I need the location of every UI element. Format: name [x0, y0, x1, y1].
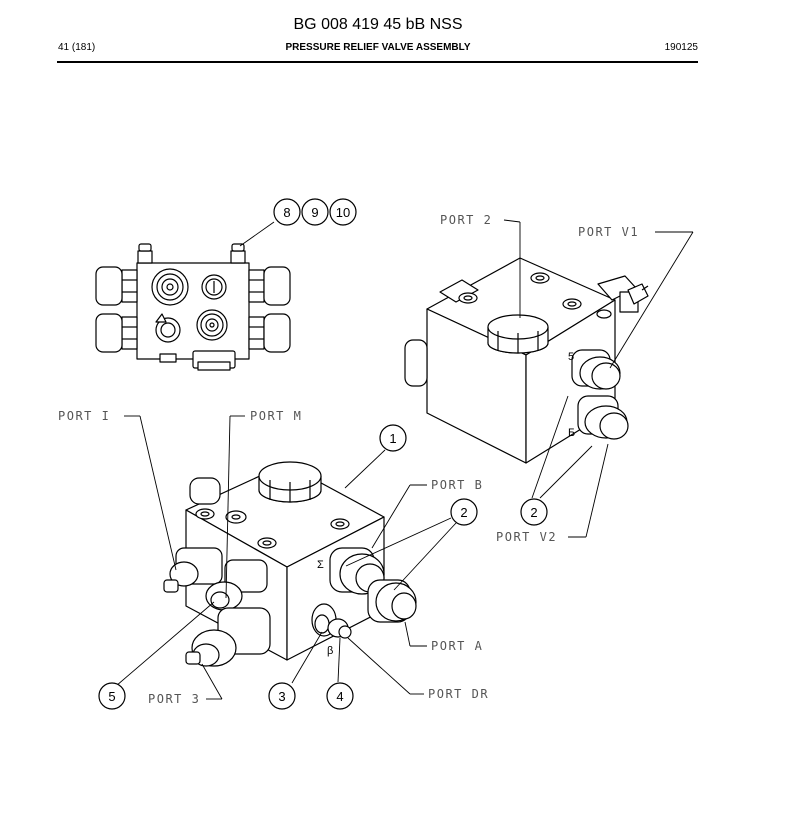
port-b-label: PORT B: [431, 478, 483, 492]
port-v1-label: PORT V1: [578, 225, 639, 239]
callout-8: 8: [283, 205, 290, 220]
front-view-block: [95, 243, 291, 371]
callout-2b-circle: [520, 498, 548, 526]
callout-10-circle: [329, 198, 357, 226]
item-callouts: 8 9 10 1 2 2 5 3 4: [98, 198, 548, 710]
callout-2a-circle: [450, 498, 478, 526]
rear-isometric-block: [404, 257, 649, 464]
leader-lines: [115, 219, 694, 700]
mark-b: Σ: [317, 559, 324, 571]
callout-2a: 2: [460, 505, 467, 520]
main-isometric-block: [163, 461, 417, 667]
document-code: 190125: [664, 42, 698, 53]
port-labels: PORT 2 PORT V1 PORT I PORT M PORT B PORT…: [58, 213, 639, 706]
callout-9: 9: [311, 205, 318, 220]
callout-5: 5: [108, 689, 115, 704]
callout-4-circle: [326, 682, 354, 710]
callout-1: 1: [389, 431, 396, 446]
callout-3: 3: [278, 689, 285, 704]
port-a-label: PORT A: [431, 639, 483, 653]
engraved-marks: 5 Б Σ β: [317, 351, 575, 657]
port-2-label: PORT 2: [440, 213, 492, 227]
callout-1-circle: [379, 424, 407, 452]
section-title: PRESSURE RELIEF VALVE ASSEMBLY: [285, 42, 471, 53]
mark-v2: Б: [568, 427, 575, 439]
port-v2-label: PORT V2: [496, 530, 557, 544]
document-title: BG 008 419 45 bB NSS: [293, 16, 463, 33]
callout-2b: 2: [530, 505, 537, 520]
mark-dr: β: [327, 645, 333, 657]
port-3-label: PORT 3: [148, 692, 200, 706]
callout-10: 10: [336, 205, 350, 220]
header-rule: [57, 61, 698, 63]
page-number: 41 (181): [58, 42, 96, 53]
callout-5-circle: [98, 682, 126, 710]
callout-3-circle: [268, 682, 296, 710]
mark-v1: 5: [568, 351, 574, 363]
port-dr-label: PORT DR: [428, 687, 489, 701]
callout-8-circle: [273, 198, 301, 226]
callout-9-circle: [301, 198, 329, 226]
callout-4: 4: [336, 689, 343, 704]
port-i-label: PORT I: [58, 409, 110, 423]
port-m-label: PORT M: [250, 409, 302, 423]
